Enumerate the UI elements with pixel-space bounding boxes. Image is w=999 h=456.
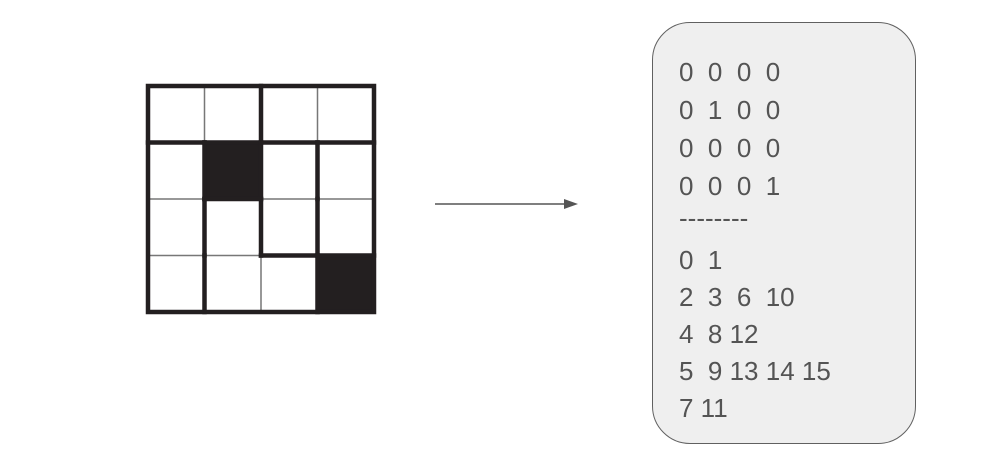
empty-cell [148, 86, 205, 143]
grid-border [145, 83, 377, 315]
arrow [435, 199, 578, 209]
empty-cell [204, 199, 261, 256]
empty-cell [261, 199, 318, 256]
binary-grid [145, 83, 377, 315]
matrix-row-3: 0 0 0 0 [679, 133, 781, 163]
output-box: 0 0 0 0 0 1 0 0 0 0 0 0 0 0 0 1 --------… [652, 22, 916, 444]
matrix-row-2: 0 1 0 0 [679, 95, 781, 125]
arrow-head [564, 199, 578, 209]
empty-cell [261, 86, 318, 143]
matrix-row-1: 0 0 0 0 [679, 57, 781, 87]
empty-cell [317, 86, 374, 143]
region-line-2: 2 3 6 10 [679, 282, 795, 312]
empty-cell [148, 199, 205, 256]
empty-cell [148, 142, 205, 199]
region-line-1: 0 1 [679, 245, 723, 275]
empty-cell [148, 255, 205, 312]
separator-line: -------- [679, 203, 749, 233]
filled-cell [317, 255, 374, 312]
empty-cell [317, 199, 374, 256]
empty-cell [317, 142, 374, 199]
matrix-row-4: 0 0 0 1 [679, 171, 781, 201]
region-line-5: 7 11 [679, 393, 728, 423]
filled-cell [204, 142, 261, 199]
region-line-4: 5 9 13 14 15 [679, 356, 831, 386]
empty-cell [261, 255, 318, 312]
empty-cell [261, 142, 318, 199]
region-line-3: 4 8 12 [679, 319, 759, 349]
empty-cell [204, 86, 261, 143]
empty-cell [204, 255, 261, 312]
